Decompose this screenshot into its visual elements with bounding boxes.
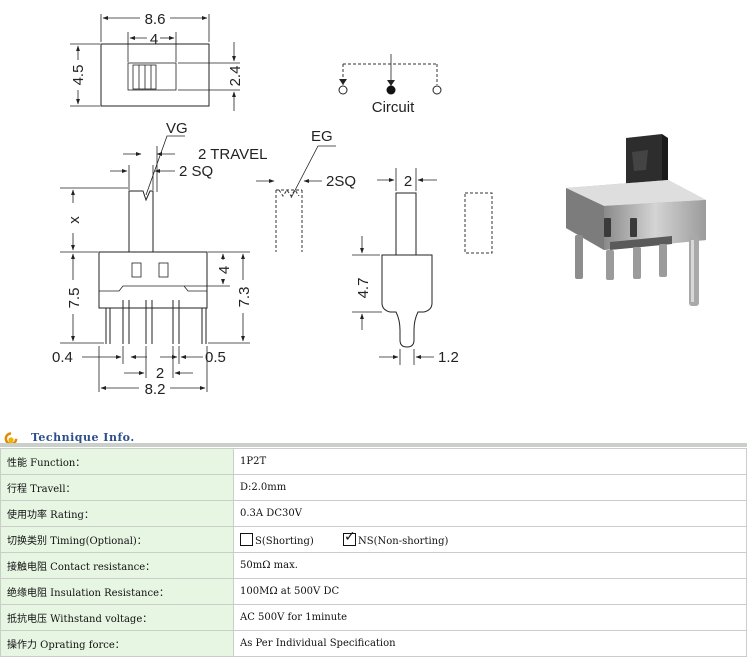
technical-drawing: 8.6 4 4.5 2.4 Circuit — [52, 11, 706, 398]
spec-label: 绝缘电阻 Insulation Resistance： — [0, 578, 234, 605]
top-width-label: 8.6 — [145, 11, 166, 28]
spec-value: 100MΩ at 500V DC — [233, 578, 747, 605]
pin-width-label: 1.2 — [438, 349, 459, 366]
spec-value: 50mΩ max. — [233, 552, 747, 579]
pin-right-label: 0.5 — [205, 349, 226, 366]
table-row: 操作力 Oprating force： As Per Individual Sp… — [0, 630, 747, 657]
product-photo — [566, 134, 706, 306]
table-row: 切换类别 Timing(Optional)： S(Shorting) NS(No… — [0, 526, 747, 553]
spec-value: 0.3A DC30V — [233, 500, 747, 527]
table-row: 接触电阻 Contact resistance： 50mΩ max. — [0, 552, 747, 579]
top-view: 8.6 4 4.5 2.4 — [70, 11, 244, 111]
spec-label: 抵抗电压 Withstand voltage： — [0, 604, 234, 631]
table-row: 行程 Travell： D:2.0mm — [0, 474, 747, 501]
shorting-checkbox[interactable] — [240, 532, 253, 546]
eg-view: EG 2SQ — [256, 128, 356, 252]
spec-label: 切换类别 Timing(Optional)： — [0, 526, 234, 553]
travel-label: 2 TRAVEL — [198, 146, 267, 163]
circuit-label: Circuit — [372, 99, 415, 116]
spec-label: 接触电阻 Contact resistance： — [0, 552, 234, 579]
table-row: 性能 Function： 1P2T — [0, 448, 747, 475]
top-knob-label: 2.4 — [227, 66, 244, 87]
spec-label: 使用功率 Rating： — [0, 500, 234, 527]
spec-value: D:2.0mm — [233, 474, 747, 501]
tech-divider — [0, 443, 747, 447]
timing-options: S(Shorting) NS(Non-shorting) — [233, 526, 747, 553]
non-shorting-option-label: NS(Non-shorting) — [358, 535, 449, 547]
circuit-diagram: Circuit — [338, 54, 442, 116]
side-height-label: 4.7 — [355, 278, 372, 299]
spec-label: 性能 Function： — [0, 448, 234, 475]
dashed-outline — [464, 192, 493, 254]
table-row: 抵抗电压 Withstand voltage： AC 500V for 1min… — [0, 604, 747, 631]
eg-label: EG — [311, 128, 333, 145]
base-width-label: 8.2 — [145, 381, 166, 398]
spec-value: AC 500V for 1minute — [233, 604, 747, 631]
spec-value: 1P2T — [233, 448, 747, 475]
top-slot-label: 4 — [150, 31, 158, 48]
table-row: 绝缘电阻 Insulation Resistance： 100MΩ at 500… — [0, 578, 747, 605]
eg-sq-label: 2SQ — [326, 173, 356, 190]
pin-left-label: 0.4 — [52, 349, 73, 366]
sq-label: 2 SQ — [179, 163, 213, 180]
non-shorting-checkbox[interactable] — [343, 529, 356, 546]
bulb-icon — [4, 432, 18, 446]
spec-label: 操作力 Oprating force： — [0, 630, 234, 657]
table-row: 使用功率 Rating： 0.3A DC30V — [0, 500, 747, 527]
height-label: 7.5 — [66, 288, 83, 309]
side-view: 2 4.7 1.2 — [352, 168, 459, 366]
top-height-label: 4.5 — [70, 65, 87, 86]
x-label: x — [66, 216, 83, 224]
spec-label: 行程 Travell： — [0, 474, 234, 501]
pin-pitch-label: 2 — [156, 365, 164, 382]
spec-value: As Per Individual Specification — [233, 630, 747, 657]
vg-label: VG — [166, 120, 188, 137]
spec-table: 性能 Function： 1P2T 行程 Travell： D:2.0mm 使用… — [0, 448, 747, 657]
tech-title: Technique Info. — [31, 431, 135, 444]
tech-header: Technique Info. — [0, 430, 747, 448]
inner-height-label: 4 — [216, 266, 233, 274]
front-view: VG 2 TRAVEL 2 SQ x 7.5 4 7.3 — [52, 120, 267, 398]
overall-height-label: 7.3 — [236, 287, 253, 308]
shorting-option-label: S(Shorting) — [255, 535, 314, 547]
side-width-label: 2 — [404, 173, 412, 190]
